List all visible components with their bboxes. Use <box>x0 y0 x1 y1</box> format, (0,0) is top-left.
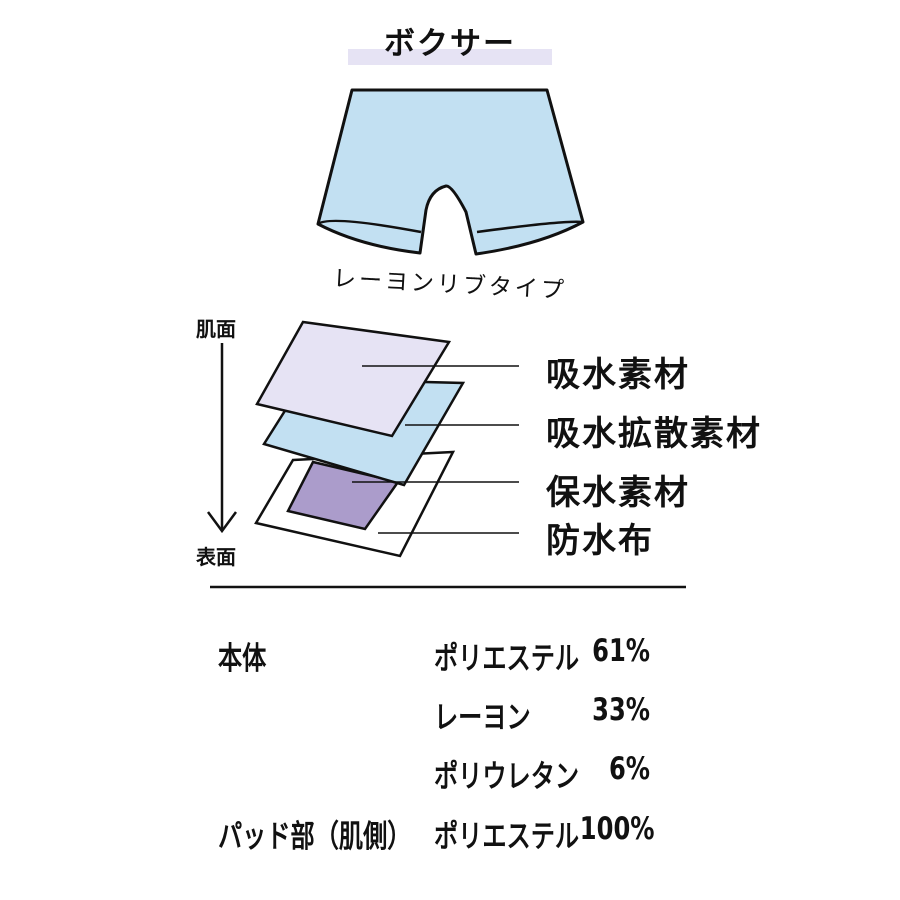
layer-absorbent <box>255 320 452 438</box>
layer-label-absorbent: 吸水素材 <box>546 355 690 395</box>
composition-material: ポリウレタン <box>434 759 580 795</box>
layer-label-waterproof: 防水布 <box>546 521 654 561</box>
composition-part-label: パッド部（肌側） <box>218 819 412 855</box>
layer-label-diffusion: 吸水拡散素材 <box>546 414 762 454</box>
composition-percent: 33% <box>592 692 650 728</box>
title-underline-band <box>348 49 552 65</box>
shorts-left-hem <box>317 219 422 234</box>
diagram-title: ボクサー <box>384 26 516 62</box>
composition-percent: 61% <box>592 633 650 669</box>
layer-label-retaining: 保水素材 <box>546 473 690 513</box>
composition-percent: 100% <box>579 811 655 847</box>
composition-material: ポリエステル <box>434 819 580 855</box>
shorts-right-hem <box>476 220 584 234</box>
direction-arrowhead <box>206 511 238 534</box>
skin-side-label: 肌面 <box>196 317 236 341</box>
outer-side-label: 表面 <box>196 545 236 569</box>
composition-part-label: 本体 <box>218 641 267 677</box>
boxer-shorts-shape <box>316 88 585 256</box>
composition-material: ポリエステル <box>434 641 580 677</box>
composition-material: レーヨン <box>434 700 531 736</box>
composition-percent: 6% <box>608 751 650 787</box>
